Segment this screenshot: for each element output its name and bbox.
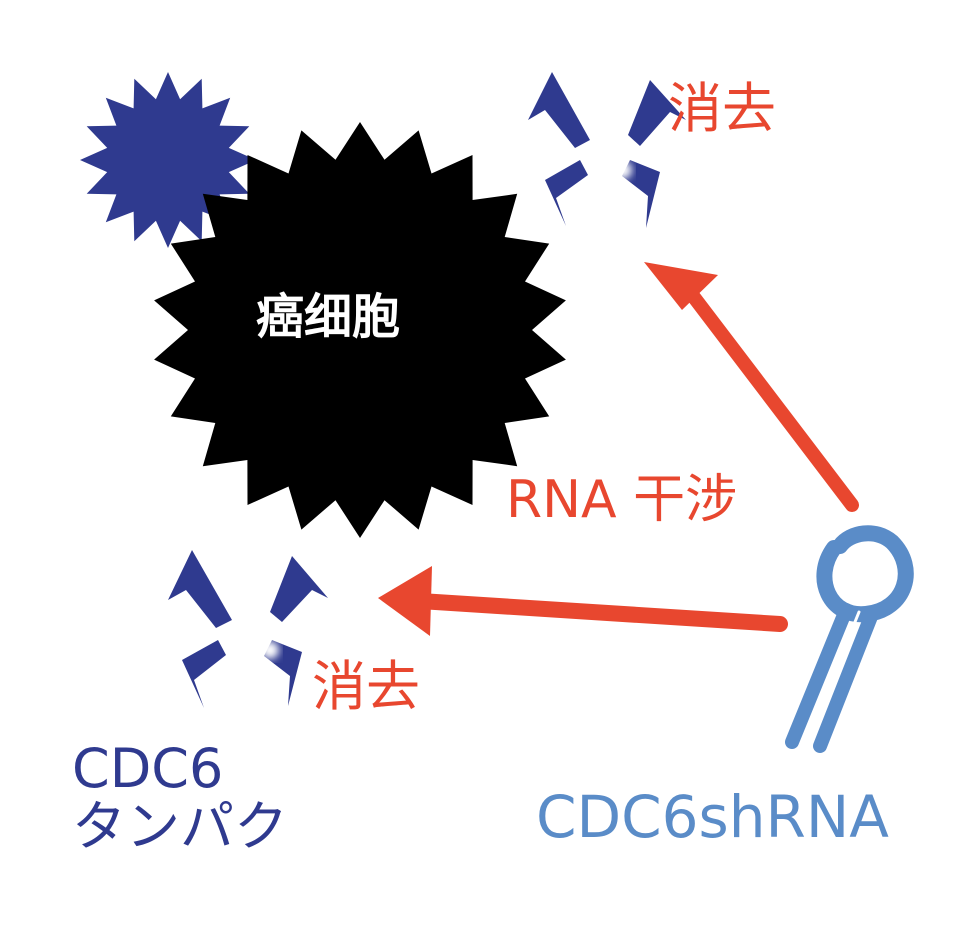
protein-label-line1: CDC6 bbox=[72, 737, 224, 800]
protein-label: CDC6 タンパク bbox=[72, 737, 288, 859]
cancer-cell-label: 癌细胞 bbox=[222, 268, 510, 366]
rnai-arrow-up bbox=[644, 262, 859, 512]
erase-label-top: 消去 bbox=[668, 77, 776, 140]
shrna-label: CDC6shRNA bbox=[536, 783, 889, 851]
shattered-protein-top-icon bbox=[528, 72, 686, 228]
erase-label-bottom: 消去 bbox=[312, 655, 420, 718]
protein-label-line2: タンパク bbox=[72, 795, 288, 859]
rna-interference-label: RNA 干涉 bbox=[506, 470, 738, 530]
shattered-protein-bottom-icon bbox=[168, 550, 328, 708]
rnai-arrow-left bbox=[378, 566, 788, 636]
shrna-hairpin-icon bbox=[785, 525, 914, 753]
